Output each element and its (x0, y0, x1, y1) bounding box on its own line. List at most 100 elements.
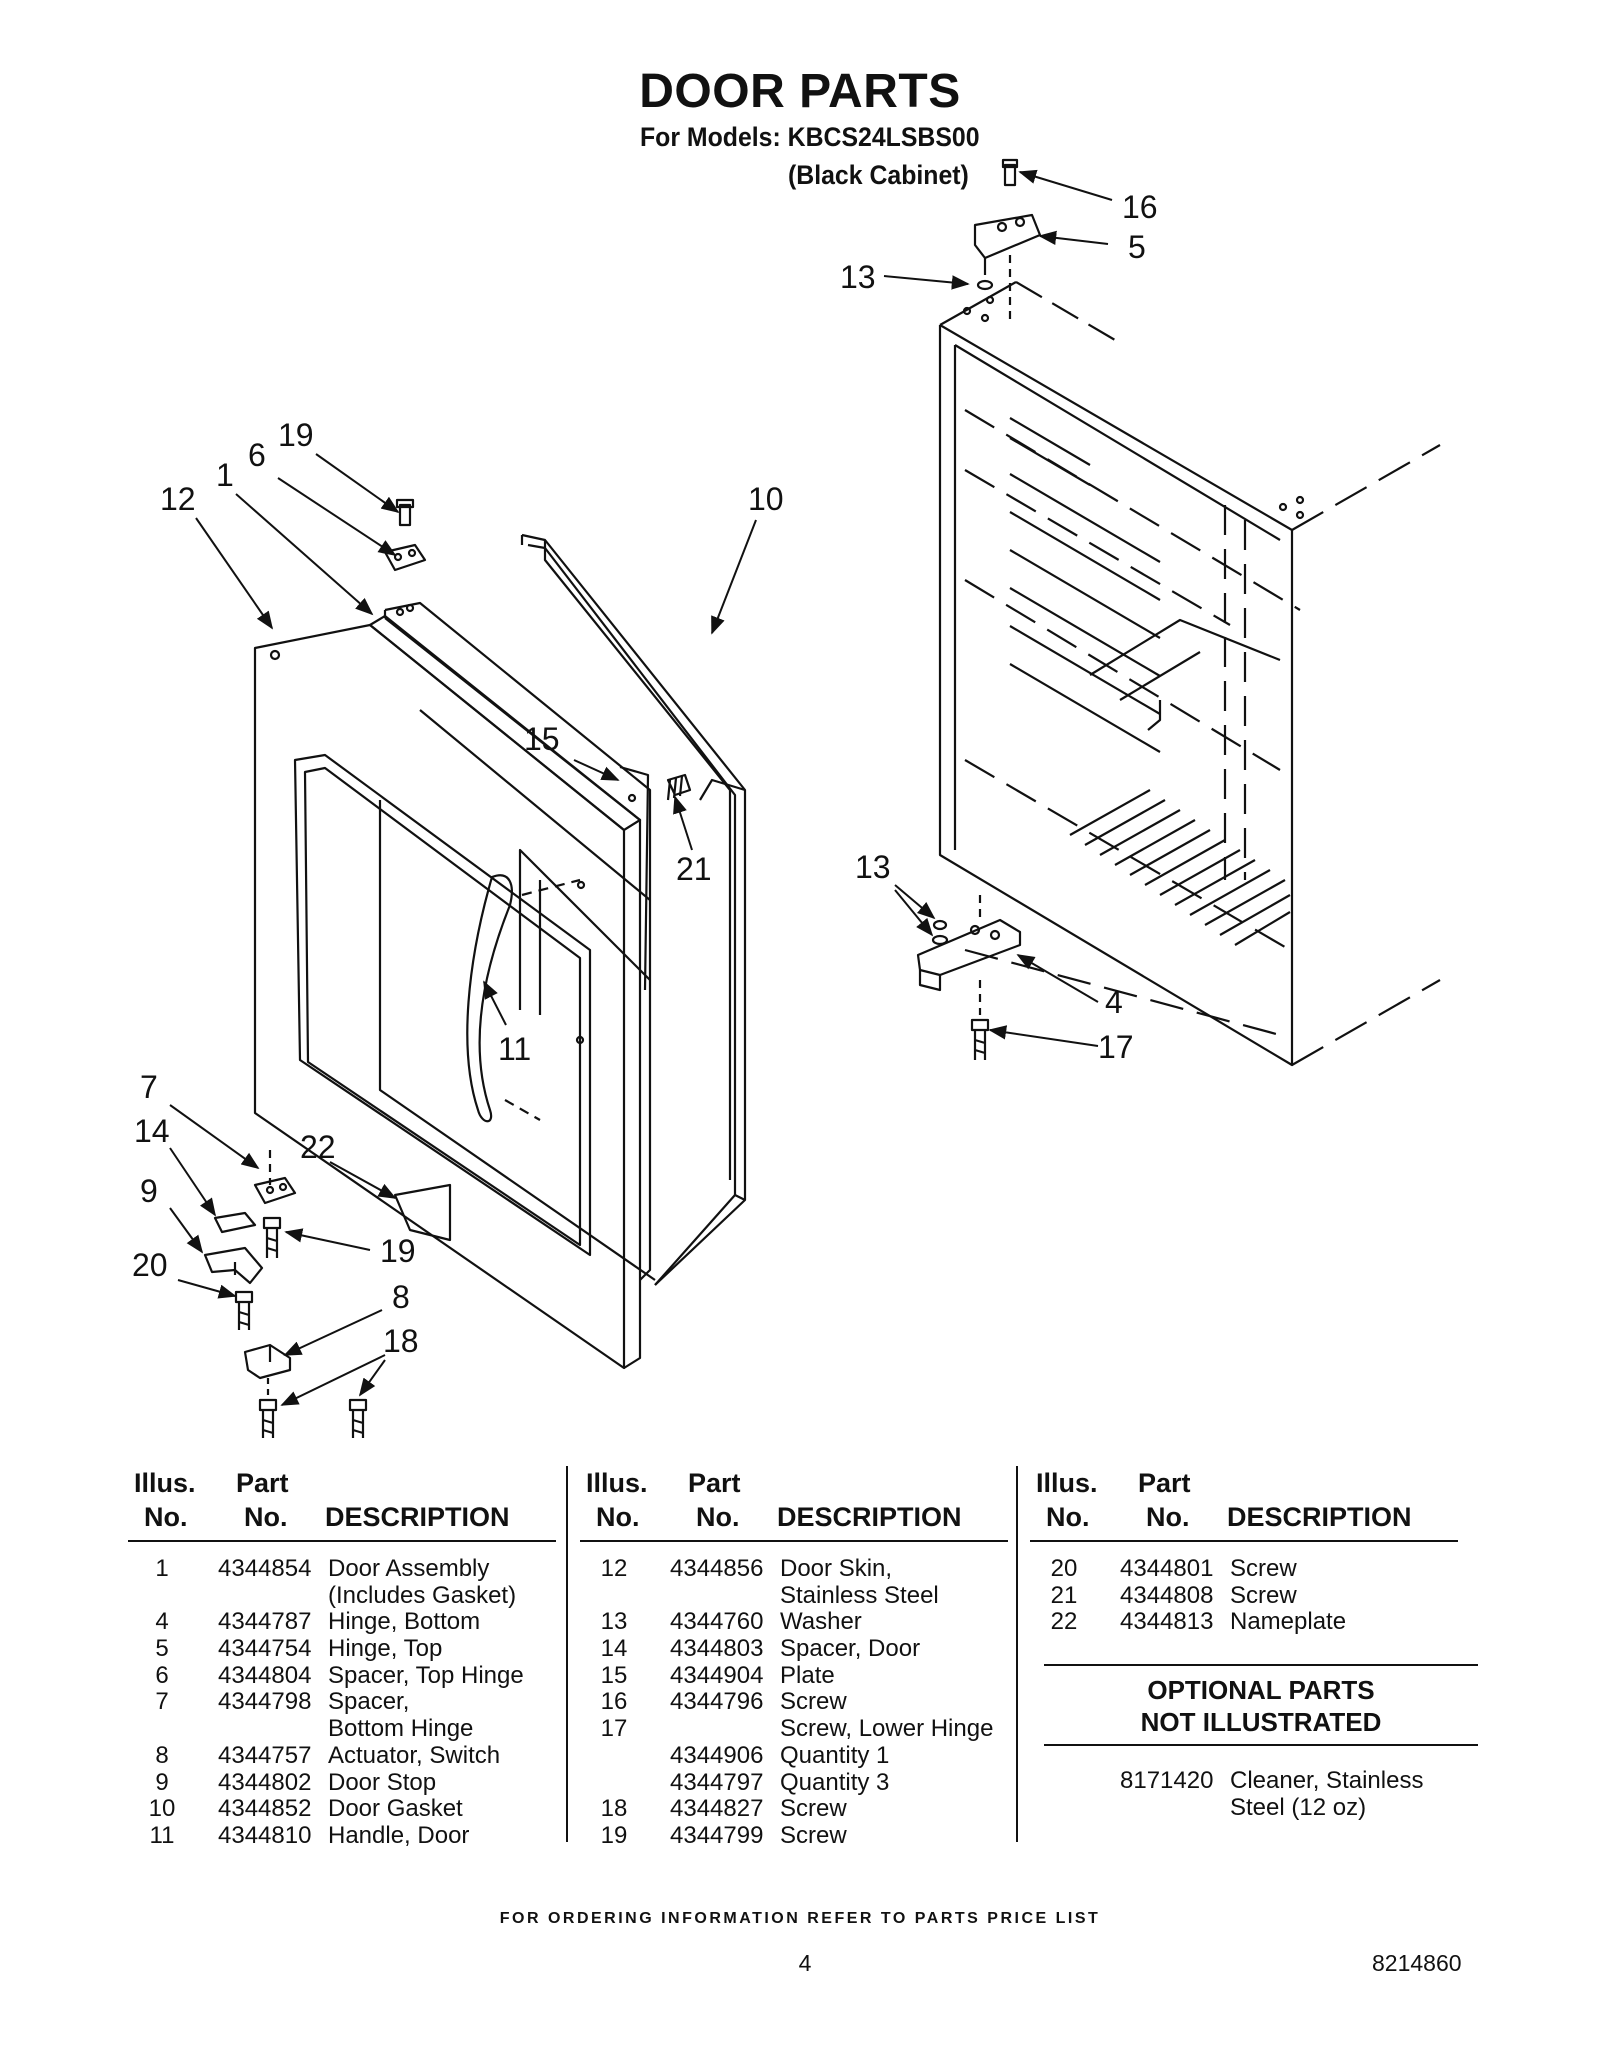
part-description: Door Stop (328, 1768, 437, 1796)
callout-1: 1 (216, 457, 234, 493)
page-number: 4 (798, 1950, 812, 1976)
part-description: Spacer, (328, 1688, 410, 1716)
part-no-header: No. (244, 1502, 288, 1532)
part-description: Quantity 3 (780, 1768, 890, 1796)
callout-numbers: 16 5 13 19 6 1 12 10 15 21 13 4 17 11 7 … (132, 189, 1158, 1359)
door-gasket-drawing (518, 533, 747, 1286)
part-no-header: No. (1146, 1502, 1190, 1532)
part-number: 4344810 (218, 1821, 312, 1849)
cabinet-outline (938, 281, 1441, 1067)
callout-8: 8 (392, 1279, 410, 1315)
part-number: 4344797 (670, 1768, 764, 1796)
door-liner-drawing (378, 601, 656, 1281)
section-rule (1044, 1664, 1478, 1666)
description-header: DESCRIPTION (325, 1502, 510, 1532)
part-description: Steel (12 oz) (1230, 1793, 1367, 1821)
part-number: 4344799 (670, 1821, 764, 1849)
callout-5: 5 (1128, 229, 1146, 265)
illus-number: 21 (1050, 1581, 1078, 1609)
top-door-hinge-drawing (383, 498, 427, 572)
illus-number: 17 (600, 1715, 628, 1743)
description-header: DESCRIPTION (1227, 1502, 1412, 1532)
part-description: Quantity 1 (780, 1741, 890, 1769)
part-header: Part (688, 1468, 741, 1498)
description-header: DESCRIPTION (777, 1502, 962, 1532)
parts-table-row: 13 4344760 Washer (580, 1609, 1008, 1636)
part-number: 4344854 (218, 1555, 312, 1582)
part-number: 4344906 (670, 1741, 764, 1769)
part-description: Screw (780, 1795, 847, 1823)
part-description: Plate (780, 1661, 835, 1689)
cabinet-line: (Black Cabinet) (788, 160, 969, 190)
parts-table-row: 4344797 Quantity 3 (580, 1768, 1008, 1797)
part-description: Spacer, Door (780, 1635, 921, 1663)
illus-header: Illus. (586, 1468, 648, 1498)
part-description: Door Skin, (780, 1555, 893, 1582)
callout-21: 21 (676, 851, 712, 887)
part-description: Screw (1230, 1581, 1297, 1609)
part-description: Stainless Steel (780, 1581, 939, 1609)
column-divider (566, 1466, 568, 1842)
column-divider (1016, 1466, 1018, 1842)
table-header: Illus. No. Part No. DESCRIPTION (580, 1468, 1008, 1542)
optional-parts-row: Steel (12 oz) (1044, 1793, 1478, 1822)
illus-number: 4 (155, 1608, 169, 1636)
illus-header: Illus. (134, 1468, 196, 1498)
table-header: Illus. No. Part No. DESCRIPTION (128, 1468, 556, 1542)
part-description: Spacer, Top Hinge (328, 1661, 524, 1689)
illus-number: 15 (600, 1661, 628, 1689)
part-number: 4344754 (218, 1635, 312, 1663)
callout-10: 10 (748, 481, 784, 517)
illus-number: 22 (1050, 1608, 1078, 1636)
optional-parts-title: OPTIONAL PARTS NOT ILLUSTRATED (1044, 1666, 1478, 1744)
part-description: Screw (780, 1688, 847, 1716)
callout-7: 7 (140, 1069, 158, 1105)
callout-15: 15 (524, 721, 560, 757)
part-header: Part (236, 1468, 289, 1498)
document-number: 8214860 (1372, 1950, 1462, 1976)
part-number: 4344760 (670, 1608, 764, 1636)
part-description: Hinge, Bottom (328, 1608, 481, 1636)
parts-table-row: Stainless Steel (580, 1581, 1008, 1610)
illus-number: 13 (600, 1608, 628, 1636)
part-description: Bottom Hinge (328, 1715, 474, 1743)
parts-table-row: (Includes Gasket) (128, 1581, 556, 1610)
callout-13-top: 13 (840, 259, 876, 295)
callout-20: 20 (132, 1247, 168, 1283)
callout-14: 14 (134, 1113, 170, 1149)
part-number: 4344803 (670, 1635, 764, 1663)
illus-number: 7 (155, 1688, 169, 1716)
callout-4: 4 (1105, 984, 1123, 1020)
illus-no-header: No. (596, 1502, 640, 1532)
parts-table-row: 4344906 Quantity 1 (580, 1741, 1008, 1770)
part-number: 4344856 (670, 1555, 764, 1582)
part-number: 4344852 (218, 1795, 312, 1823)
optional-title-line-1: OPTIONAL PARTS (1147, 1675, 1375, 1705)
callout-12: 12 (160, 481, 196, 517)
part-description: Washer (780, 1608, 862, 1636)
door-skin-drawing (253, 614, 642, 1370)
illus-number: 6 (155, 1661, 169, 1689)
plate-and-screw-drawing (619, 765, 692, 991)
part-description: (Includes Gasket) (328, 1581, 517, 1609)
door-handle-drawing (466, 874, 581, 1123)
illus-number: 9 (155, 1768, 169, 1796)
